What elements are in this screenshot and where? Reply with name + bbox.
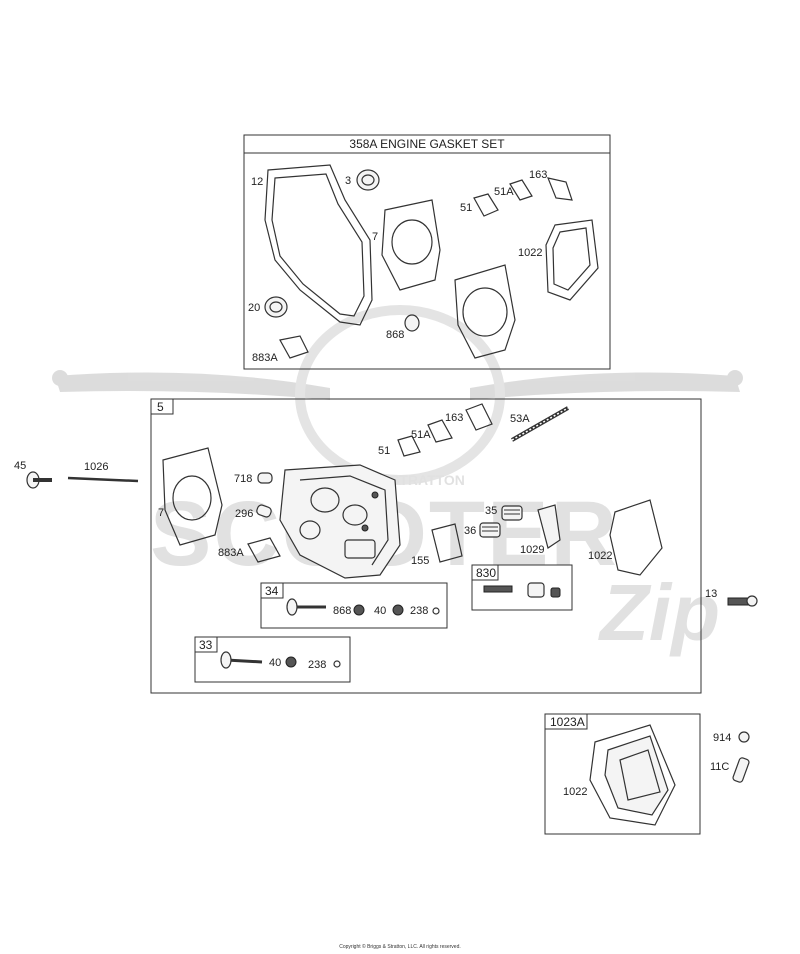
- valve-cover-box: 1023A 1022: [544, 713, 701, 835]
- plate-155-shape: [431, 523, 463, 563]
- box-33: 33 40 238: [194, 636, 351, 683]
- box-33-number: 33: [199, 638, 213, 652]
- label-12: 12: [251, 176, 263, 188]
- copyright-footer: Copyright © Briggs & Stratton, LLC. All …: [339, 944, 461, 950]
- label-914: 914: [713, 732, 731, 744]
- label-b34-40: 40: [374, 605, 386, 617]
- label-45: 45: [14, 460, 26, 472]
- label-296: 296: [235, 508, 253, 520]
- valve-cover-gasket-c-shape: [589, 724, 676, 826]
- spring-35-shape: [501, 505, 523, 521]
- rod-1026-shape: [67, 476, 139, 483]
- label-51A: 51A: [494, 186, 514, 198]
- part-868-shape: [404, 314, 420, 332]
- loose-parts: 45 1026 13: [14, 460, 758, 607]
- label-163: 163: [529, 169, 547, 181]
- label-11C: 11C: [710, 761, 729, 773]
- label-b33-238: 238: [308, 659, 326, 671]
- pin-296-shape: [256, 504, 272, 518]
- box-1023A-number: 1023A: [550, 715, 585, 729]
- box-34-number: 34: [265, 584, 279, 598]
- label-36: 36: [464, 525, 476, 537]
- valve-cover-shape: [604, 735, 669, 816]
- head-assy-number: 5: [157, 400, 164, 414]
- label-883A: 883A: [252, 352, 278, 364]
- bolt-13-shape: [727, 595, 758, 607]
- label-h-51: 51: [378, 445, 390, 457]
- box-830: 830: [471, 564, 573, 611]
- head-gasket-shape: [381, 199, 441, 291]
- head-gasket-2-shape: [454, 264, 516, 359]
- label-c-1022: 1022: [563, 786, 587, 798]
- gasket-51A-head-shape: [427, 419, 453, 443]
- valve-cover-gasket-shape: [545, 219, 599, 301]
- gasket-set-box: 358A ENGINE GASKET SET 12 3 7 51 51A: [243, 134, 611, 370]
- label-20: 20: [248, 302, 260, 314]
- seal-3-shape: [356, 169, 380, 191]
- label-7: 7: [372, 231, 378, 243]
- label-1026: 1026: [84, 461, 108, 473]
- spring-36-shape: [479, 522, 501, 538]
- box-34: 34 868 40 238: [260, 582, 448, 629]
- box-830-number: 830: [476, 566, 496, 580]
- cylinder-head-shape: [279, 464, 401, 579]
- label-53A: 53A: [510, 413, 530, 425]
- label-3: 3: [345, 175, 351, 187]
- label-35: 35: [485, 505, 497, 517]
- seal-20-shape: [264, 296, 288, 318]
- label-1022: 1022: [518, 247, 542, 259]
- gasket-51-head-shape: [397, 435, 421, 457]
- gasket-set-title: 358A ENGINE GASKET SET: [349, 137, 505, 151]
- crankcase-gasket-shape: [264, 164, 373, 326]
- label-h-1022: 1022: [588, 550, 612, 562]
- valve-cover-gasket-head-shape: [609, 499, 663, 576]
- label-b33-40: 40: [269, 657, 281, 669]
- label-b34-238: 238: [410, 605, 428, 617]
- head-assembly-box: 5: [150, 398, 702, 694]
- label-h-883A: 883A: [218, 547, 244, 559]
- label-b34-868: 868: [333, 605, 351, 617]
- watermark-sub: STRATTON: [390, 472, 465, 488]
- label-h-51A: 51A: [411, 429, 431, 441]
- label-718: 718: [234, 473, 252, 485]
- label-51: 51: [460, 202, 472, 214]
- watermark-script: Zip: [598, 568, 720, 657]
- gasket-883A-head-shape: [247, 537, 281, 563]
- pin-718-shape: [257, 472, 273, 484]
- label-155: 155: [411, 555, 429, 567]
- gasket-163-head-shape: [465, 403, 493, 431]
- gasket-51A-shape: [509, 179, 533, 201]
- label-868: 868: [386, 329, 404, 341]
- label-1029: 1029: [520, 544, 544, 556]
- label-13: 13: [705, 588, 717, 600]
- gasket-51-shape: [473, 193, 499, 217]
- head-gasket-left-shape: [162, 447, 223, 546]
- rocker-1029-shape: [537, 504, 561, 549]
- label-h-163: 163: [445, 412, 463, 424]
- label-h-7: 7: [158, 507, 164, 519]
- loose-parts-cover: 914 11C: [710, 731, 750, 783]
- gasket-883A-shape: [279, 335, 309, 359]
- gasket-163-shape: [547, 177, 573, 201]
